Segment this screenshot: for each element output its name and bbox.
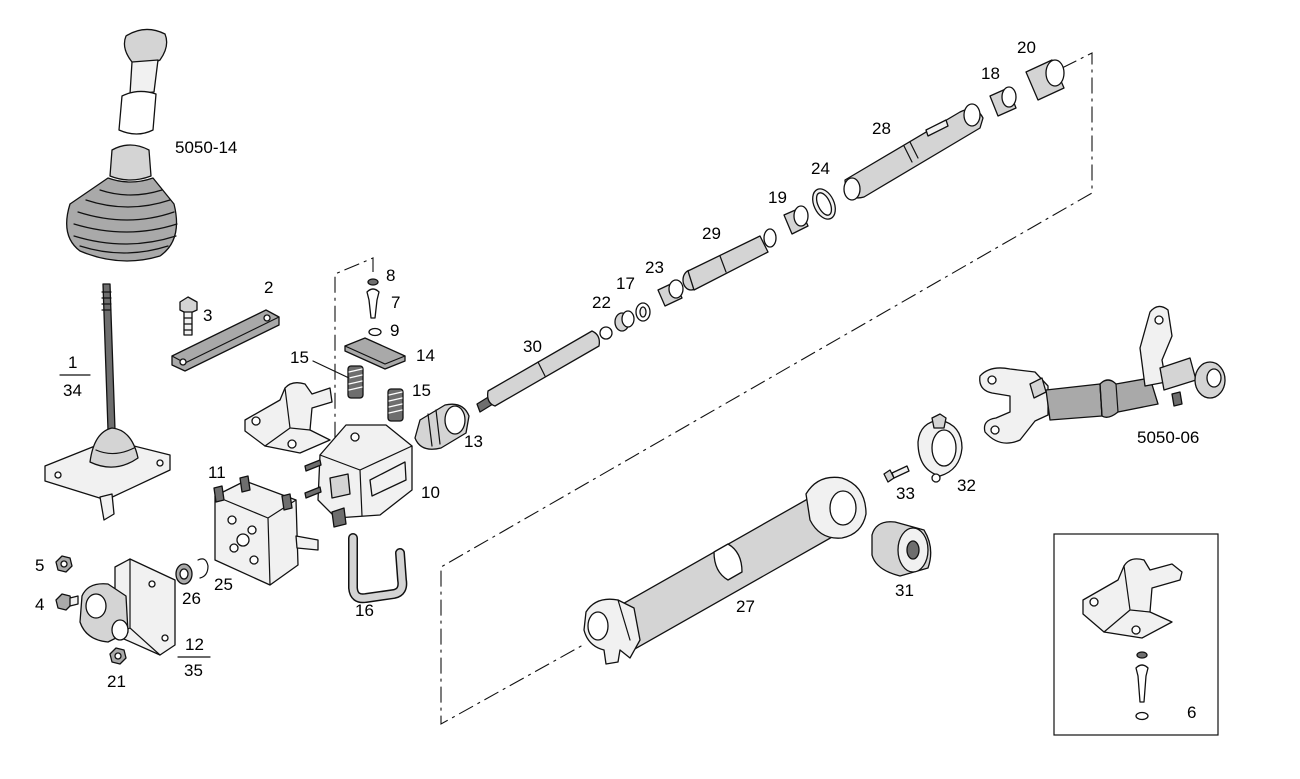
coupling-13 (414, 403, 470, 450)
linkage-assembly-5050-06 (979, 305, 1226, 444)
callout-19[interactable]: 19 (768, 188, 787, 207)
ring-17 (635, 302, 651, 322)
callout-26[interactable]: 26 (182, 589, 201, 608)
callout-28[interactable]: 28 (872, 119, 891, 138)
detail-box-6 (1053, 533, 1219, 736)
callout-27[interactable]: 27 (736, 597, 755, 616)
callout-5050-06[interactable]: 5050-06 (1137, 428, 1199, 447)
bolt-33 (883, 465, 910, 483)
gear-lever-rod (44, 283, 171, 521)
bracket-with-pipe (244, 382, 333, 454)
callout-25[interactable]: 25 (214, 575, 233, 594)
pin-7 (366, 288, 380, 319)
callout-13[interactable]: 13 (464, 432, 483, 451)
nut-5 (55, 555, 73, 573)
bushing-22 (614, 310, 635, 332)
callout-16[interactable]: 16 (355, 601, 374, 620)
bolt-3 (179, 296, 198, 336)
bushing-18 (989, 86, 1017, 117)
rod-30 (476, 326, 613, 413)
callout-6[interactable]: 6 (1187, 703, 1196, 722)
callout-12[interactable]: 12 (185, 635, 204, 654)
nut-21 (109, 647, 127, 665)
callout-32[interactable]: 32 (957, 476, 976, 495)
callout-11[interactable]: 11 (208, 463, 226, 482)
callout-5[interactable]: 5 (35, 556, 44, 575)
callout-3[interactable]: 3 (203, 306, 212, 325)
ring-9 (368, 327, 382, 337)
assembly-guide-line-spring (334, 257, 374, 448)
callout-15-b[interactable]: 15 (412, 381, 431, 400)
callout-7[interactable]: 7 (391, 293, 400, 312)
bolt-4 (55, 593, 79, 611)
callout-15-a[interactable]: 15 (290, 348, 309, 367)
clip-25 (197, 558, 209, 579)
leader-line-15 (312, 360, 350, 379)
washer-8 (367, 278, 379, 286)
callout-29[interactable]: 29 (702, 224, 721, 243)
callout-30[interactable]: 30 (523, 337, 542, 356)
plate-14 (344, 337, 406, 370)
callout-4[interactable]: 4 (35, 595, 44, 614)
callout-17[interactable]: 17 (616, 274, 635, 293)
tube-28 (843, 103, 984, 201)
clamp-32 (917, 413, 963, 483)
bushing-20 (1025, 59, 1065, 101)
callout-14[interactable]: 14 (416, 346, 435, 365)
flange-12 (79, 558, 176, 656)
tube-27 (583, 476, 867, 665)
callout-1[interactable]: 1 (68, 353, 77, 372)
callout-2[interactable]: 2 (264, 278, 273, 297)
callout-20[interactable]: 20 (1017, 38, 1036, 57)
callout-24[interactable]: 24 (811, 159, 830, 178)
spring-15-b (387, 388, 404, 422)
mounting-plate-11 (213, 475, 319, 586)
bushing-31 (871, 521, 932, 577)
bushing-19 (783, 205, 809, 235)
u-bolt-16 (348, 533, 408, 604)
callout-21[interactable]: 21 (107, 672, 126, 691)
callout-5050-14[interactable]: 5050-14 (175, 138, 237, 157)
callout-10[interactable]: 10 (421, 483, 440, 502)
bracket-6 (1082, 558, 1183, 721)
callout-23[interactable]: 23 (645, 258, 664, 277)
assembly-guide-line-main (440, 52, 1093, 725)
plate-2 (171, 309, 280, 372)
bushing-23 (657, 279, 684, 307)
callout-8[interactable]: 8 (386, 266, 395, 285)
callout-9[interactable]: 9 (390, 321, 399, 340)
rod-29 (682, 228, 777, 291)
callout-18[interactable]: 18 (981, 64, 1000, 83)
callout-31[interactable]: 31 (895, 581, 914, 600)
callout-33[interactable]: 33 (896, 484, 915, 503)
callout-34[interactable]: 34 (63, 381, 82, 400)
spring-15-a (347, 365, 364, 399)
gear-lever-knob-and-boot (66, 28, 178, 262)
callout-35[interactable]: 35 (184, 661, 203, 680)
ring-24 (812, 188, 836, 220)
callout-22[interactable]: 22 (592, 293, 611, 312)
ring-26 (175, 563, 193, 585)
selector-block-10 (304, 424, 413, 528)
